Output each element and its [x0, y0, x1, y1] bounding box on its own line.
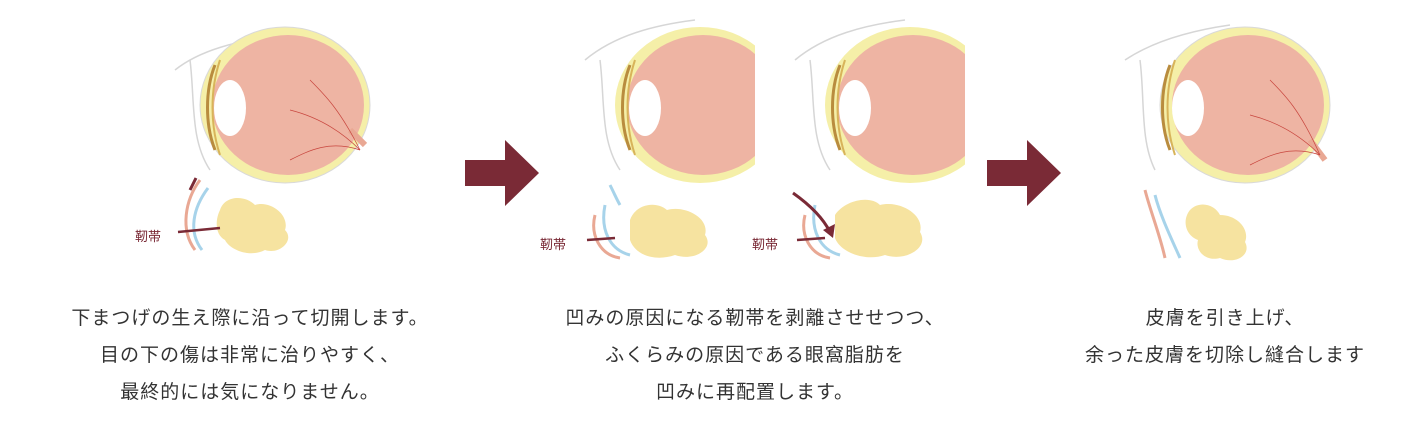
eyeball — [1172, 35, 1324, 175]
eye-illustration-step2a — [584, 19, 755, 260]
caption-line: 下まつげの生え際に沿って切開します。 — [71, 307, 429, 329]
caption-line: 目の下の傷は非常に治りやすく、 — [99, 344, 400, 366]
skin-layers — [184, 179, 210, 251]
optic-nerve — [347, 127, 368, 148]
lens — [621, 59, 661, 156]
caption-line: 皮膚を引き上げ、 — [1145, 307, 1305, 329]
ligament-line — [586, 236, 616, 242]
arrow-head-icon — [823, 224, 835, 238]
eye-outline — [1124, 24, 1231, 171]
ligament-line — [177, 226, 221, 234]
skin-layers — [802, 204, 841, 260]
caption-line: ふくらみの原因である眼窩脂肪を — [605, 344, 905, 366]
arrow-right-icon — [465, 140, 539, 206]
orbital-fat — [1185, 204, 1247, 261]
caption-line: 凹みに再配置します。 — [655, 381, 855, 403]
blood-vessels — [289, 79, 361, 161]
eye-outline — [584, 19, 696, 171]
caption-step3: 皮膚を引き上げ、 余った皮膚を切除し縫合します — [1050, 300, 1400, 374]
eye-outline — [794, 19, 906, 171]
orbital-fat — [835, 199, 923, 258]
caption-line: 凹みの原因になる靭帯を剥離させせつつ、 — [565, 307, 945, 329]
ligament-line — [796, 236, 826, 242]
ligament-label: 靭帯 — [135, 230, 162, 245]
lens — [831, 59, 871, 156]
eyeball — [837, 35, 965, 175]
cut-line — [188, 177, 198, 191]
blood-vessels — [1249, 79, 1321, 166]
caption-line: 余った皮膚を切除し縫合します — [1084, 344, 1365, 366]
ligament-label: 靭帯 — [752, 238, 779, 253]
eye-illustration-step3 — [1124, 24, 1331, 261]
fat-relocation-arrow — [792, 191, 832, 233]
lens — [206, 59, 246, 156]
skin-layers — [1143, 189, 1182, 259]
ligament-label: 靭帯 — [540, 238, 567, 253]
orbital-fat — [216, 198, 289, 254]
eye-illustration-step2b — [792, 19, 965, 260]
skin-layers — [592, 184, 631, 260]
arrow-right-icon — [987, 140, 1061, 206]
caption-step1: 下まつげの生え際に沿って切開します。 目の下の傷は非常に治りやすく、 最終的には… — [40, 300, 460, 411]
orbital-fat — [630, 204, 708, 258]
lens — [1161, 59, 1204, 156]
eyeball — [212, 35, 364, 175]
eye-illustration-step1 — [174, 26, 371, 254]
caption-step2: 凹みの原因になる靭帯を剥離させせつつ、 ふくらみの原因である眼窩脂肪を 凹みに再… — [530, 300, 980, 411]
eyeball — [627, 35, 755, 175]
caption-line: 最終的には気になりません。 — [120, 381, 380, 403]
